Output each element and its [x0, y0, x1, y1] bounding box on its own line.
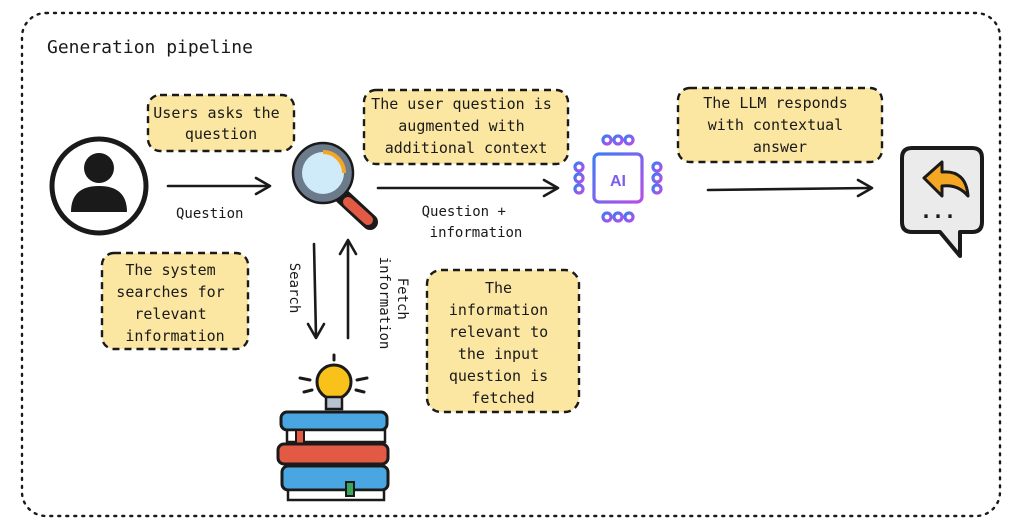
arrow-user-to-search	[166, 176, 272, 196]
edge-label-question: Question	[176, 206, 243, 222]
ai-chip-label: AI	[610, 173, 626, 190]
edge-label-question-info-line: information	[430, 225, 523, 241]
edge-label-fetch-line: information	[376, 257, 392, 350]
note-line: question	[185, 125, 257, 143]
note-info-fetched-text: The information relevant to the input qu…	[449, 279, 557, 407]
pipeline-frame	[20, 11, 1002, 518]
note-line: The LLM responds	[703, 94, 848, 112]
arrow-search-down	[306, 242, 326, 340]
note-line: The user question is	[371, 95, 552, 113]
magnifier-icon	[291, 141, 378, 230]
user-icon	[49, 136, 149, 236]
note-line: Users asks the	[153, 104, 279, 122]
note-line: information	[449, 301, 548, 319]
note-line: information	[125, 327, 224, 345]
knowledge-books-icon	[276, 353, 390, 502]
note-line: The	[485, 279, 512, 297]
note-info-fetched: The information relevant to the input qu…	[425, 268, 581, 414]
note-llm-responds: The LLM responds with contextual answer	[676, 86, 884, 164]
pipeline-title: Generation pipeline	[47, 37, 253, 58]
arrow-search-to-ai	[376, 178, 560, 198]
reply-dots: ...	[920, 199, 956, 223]
edge-label-question-info: Question + information	[422, 204, 523, 241]
note-line: question is	[449, 367, 548, 385]
note-line: answer	[753, 138, 807, 156]
note-system-searches-text: The system searches for relevant informa…	[116, 261, 233, 345]
note-line: The system	[125, 261, 215, 279]
note-line: relevant to	[449, 323, 548, 341]
edge-label-question-info-line: Question +	[422, 204, 506, 220]
note-line: searches for	[116, 283, 224, 301]
ai-chip-icon	[573, 134, 663, 223]
edge-label-fetch-line: Fetch	[394, 278, 410, 320]
note-line: additional context	[385, 139, 548, 157]
edge-label-fetch: Fetch information	[376, 257, 410, 350]
note-line: with contextual	[708, 116, 843, 134]
note-llm-responds-text: The LLM responds with contextual answer	[703, 94, 857, 156]
arrow-ai-to-reply	[706, 178, 874, 198]
note-line: augmented with	[398, 117, 524, 135]
note-user-asks: Users asks the question	[146, 93, 296, 153]
arrow-fetch-up	[338, 238, 358, 340]
note-user-asks-text: Users asks the question	[153, 104, 288, 143]
edge-label-search: Search	[286, 263, 302, 314]
note-system-searches: The system searches for relevant informa…	[100, 251, 250, 351]
note-line: relevant	[134, 305, 206, 323]
note-augmented-text: The user question is augmented with addi…	[371, 95, 561, 157]
note-line: fetched	[471, 389, 534, 407]
reply-bubble-icon	[900, 146, 984, 258]
note-augmented: The user question is augmented with addi…	[362, 88, 570, 166]
note-line: the input	[458, 345, 539, 363]
